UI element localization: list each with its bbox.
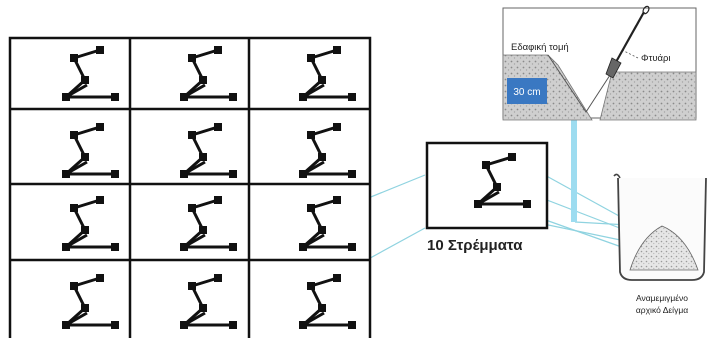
tool-label: Φτυάρι [641,53,671,64]
soil-section-panel: 30 cm Εδαφική τομή Φτυάρι [502,5,697,121]
container-label-line2: αρχικό Δείγμα [636,305,688,315]
depth-label: 30 cm [513,87,540,98]
shovel-icon [605,5,650,79]
core-sample-line [571,118,577,222]
soil-section-label: Εδαφική τομή [511,42,569,53]
container-label-line1: Αναμεμιγμένο [636,293,688,303]
depth-box [507,78,547,104]
zoomed-field [425,141,549,230]
field-area-label: 10 Στρέμματα [427,237,523,254]
beaker-icon [613,173,707,281]
